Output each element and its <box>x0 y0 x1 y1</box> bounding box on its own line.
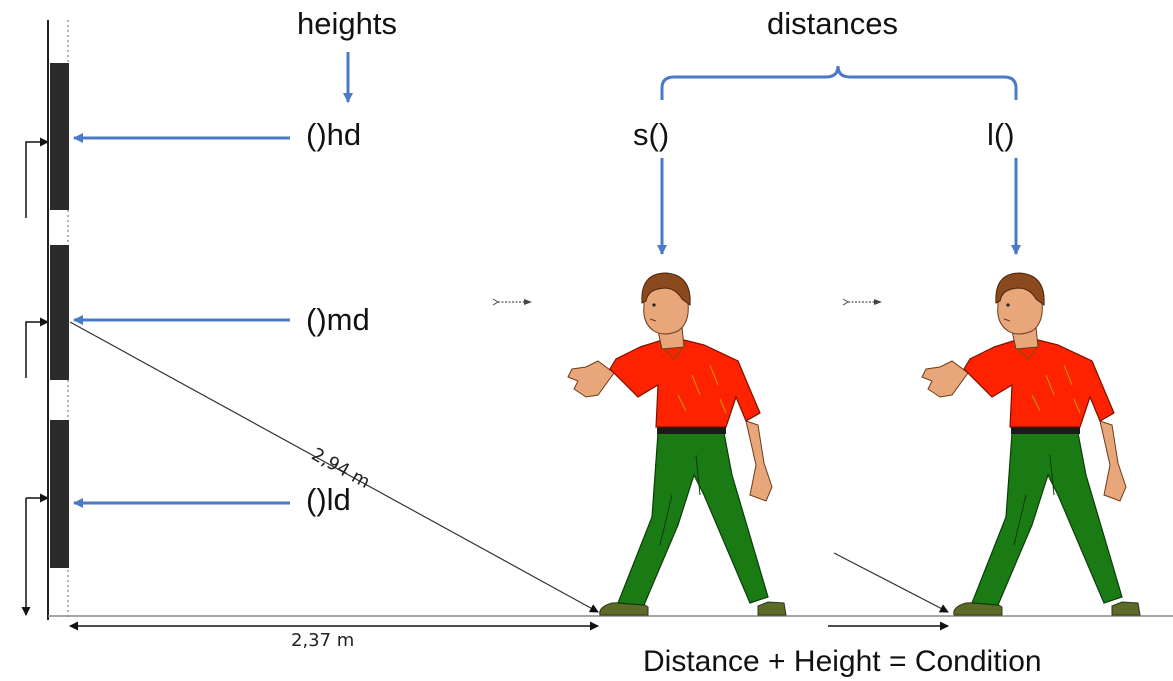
player-long-distance <box>921 272 1141 616</box>
diagonal-line <box>69 321 599 613</box>
condition-caption: Distance + Height = Condition <box>643 645 1042 678</box>
height-label-low: ()ld <box>306 482 351 517</box>
dart-long <box>842 298 883 306</box>
dart-short <box>492 298 533 306</box>
dartboard-low <box>50 420 69 568</box>
distances-bracket <box>660 65 1018 100</box>
dartboard-high <box>50 63 69 210</box>
distance-label-long: l() <box>987 117 1015 152</box>
dartboard-medium <box>50 245 69 380</box>
dartboard-wall <box>21 20 69 620</box>
height-label-high: ()hd <box>306 117 362 152</box>
height-label-medium: ()md <box>306 302 370 337</box>
distance-measurements <box>69 321 949 631</box>
distance-label-short: s() <box>633 117 670 152</box>
heights-header: heights <box>297 6 397 41</box>
player-short-distance <box>567 272 787 616</box>
distances-header: distances <box>767 6 898 41</box>
height-arrows <box>73 52 353 508</box>
horizontal-measurement: 2,37 m <box>291 630 355 651</box>
